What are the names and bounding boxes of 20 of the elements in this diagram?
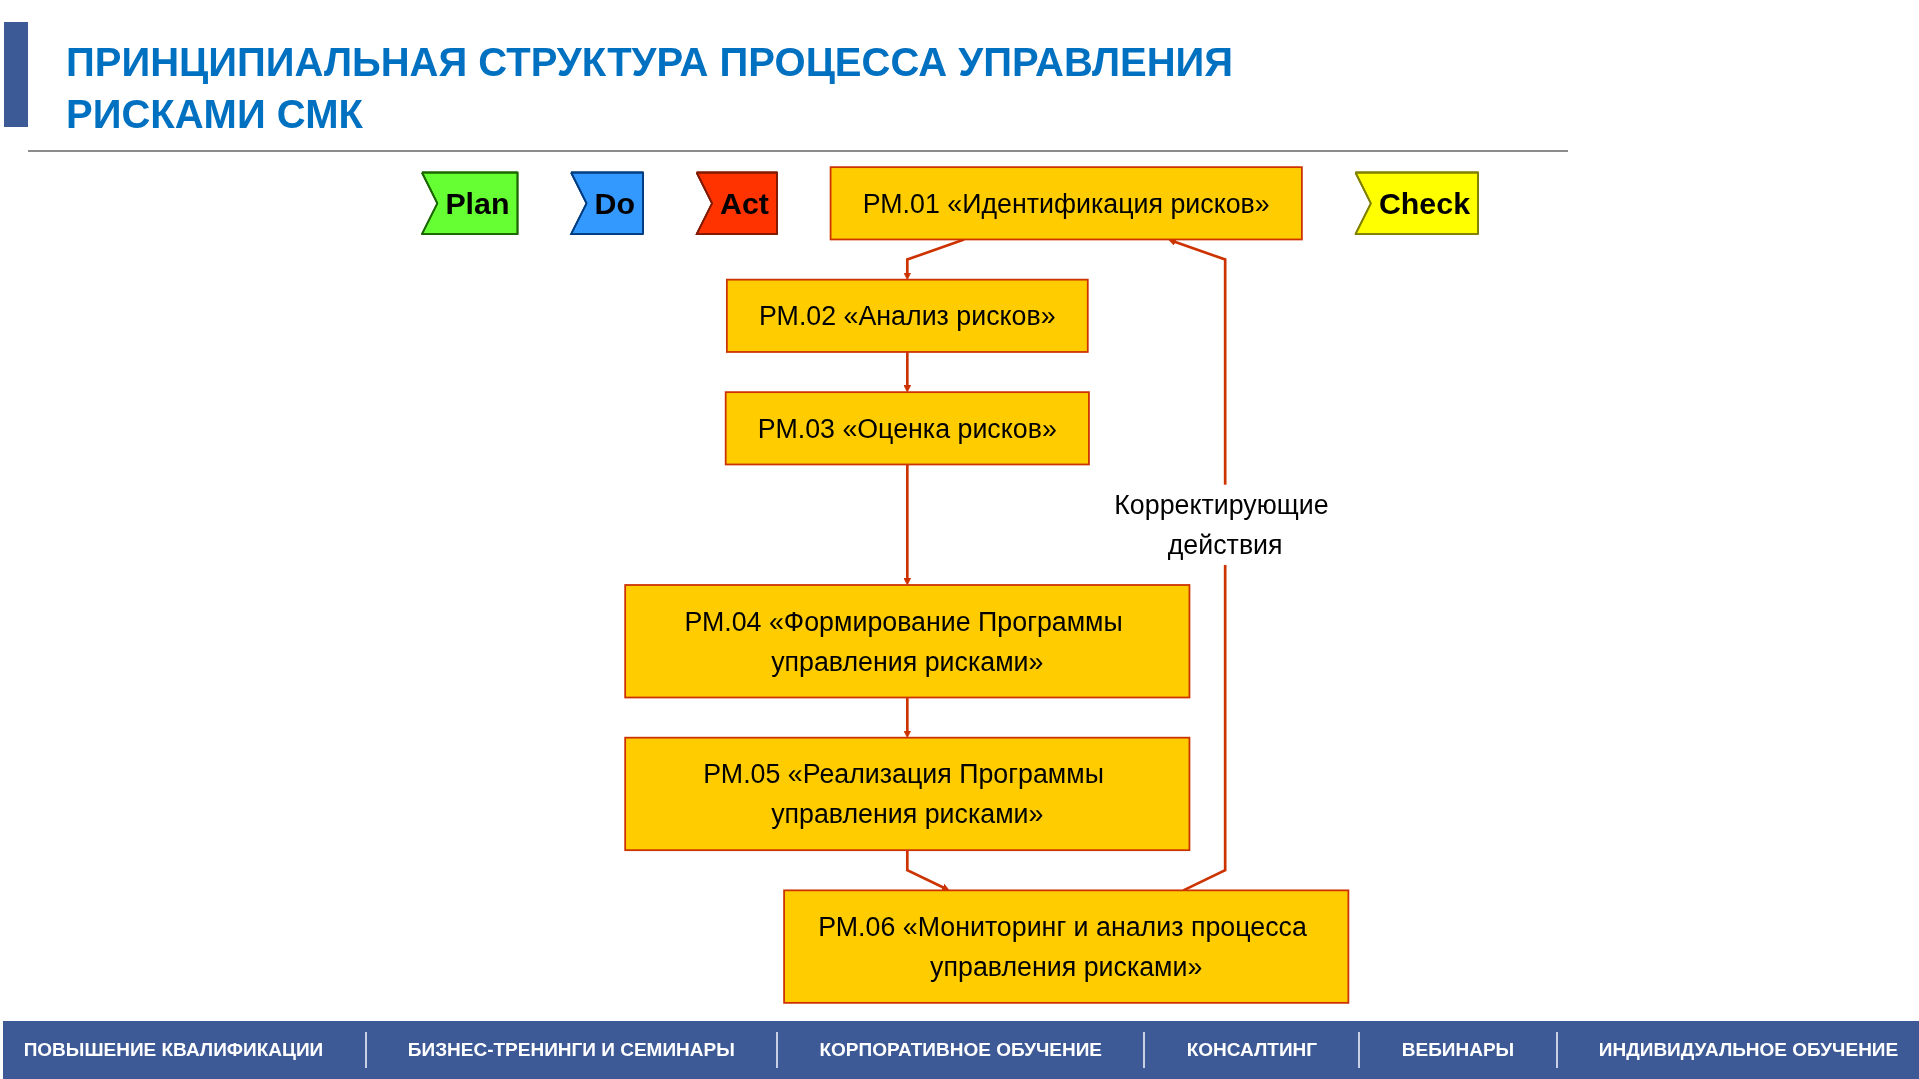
arrow	[903, 697, 912, 739]
edge-label: Корректирующие действия	[1114, 489, 1329, 560]
node-box: РМ.03 «Оценка рисков»	[724, 391, 1090, 466]
node-box: РМ.04 «Формирование Программы управления рисками»	[624, 584, 1191, 699]
node-box: РМ.06 «Мониторинг и анализ процесса управления рисками»	[783, 889, 1350, 1004]
slide-title: ПРИНЦИПИАЛЬНАЯ СТРУКТУРА ПРОЦЕССА УПРАВЛЕНИЯ РИСКАМИ СМК	[66, 39, 1234, 138]
arrow	[903, 351, 912, 393]
arrow	[905, 850, 950, 891]
footer-label: КОНСАЛТИНГ	[1186, 1039, 1318, 1061]
arrow	[1168, 238, 1227, 892]
arrow	[903, 464, 912, 586]
footer-label: ПОВЫШЕНИЕ КВАЛИФИКАЦИИ	[23, 1039, 324, 1061]
footer-label: КОРПОРАТИВНОЕ ОБУЧЕНИЕ	[819, 1039, 1103, 1061]
footer-label: ИНДИВИДУАЛЬНОЕ ОБУЧЕНИЕ	[1598, 1039, 1899, 1061]
node-box: РМ.02 «Анализ рисков»	[725, 278, 1089, 353]
footer-label: ВЕБИНАРЫ	[1401, 1039, 1515, 1061]
node-box: РМ.01 «Идентификация рисков»	[829, 166, 1303, 241]
node-box: РМ.05 «Реализация Программы управления рисками»	[624, 736, 1191, 852]
footer-label: БИЗНЕС-ТРЕНИНГИ И СЕМИНАРЫ	[407, 1039, 735, 1061]
arrow	[903, 238, 965, 280]
